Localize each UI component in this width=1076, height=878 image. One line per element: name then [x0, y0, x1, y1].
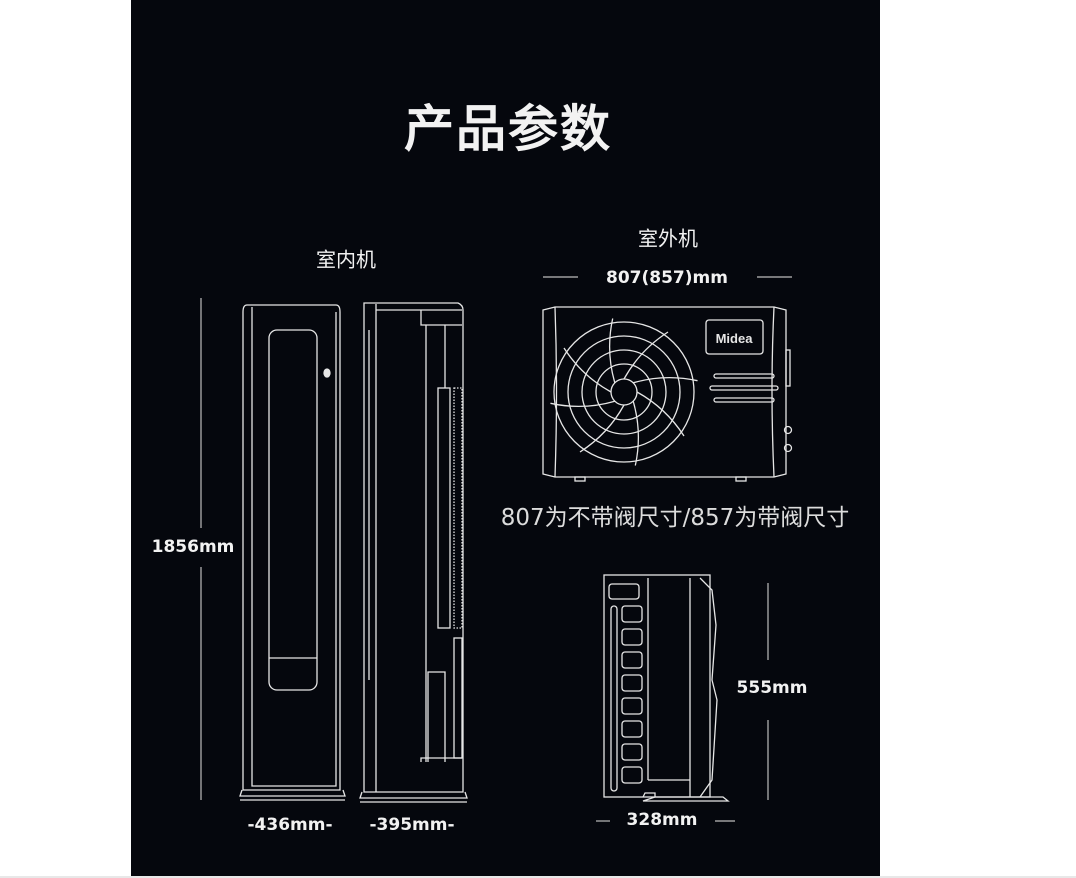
- dimension-lines: [200, 276, 792, 822]
- fan-grille-icon: [549, 317, 699, 467]
- outdoor-unit-side-drawing: [603, 574, 730, 802]
- divider: [0, 876, 1076, 878]
- indoor-width-dimension: -436mm-: [247, 815, 333, 835]
- indoor-unit-side-drawing: [359, 302, 468, 803]
- product-spec-panel: [131, 0, 880, 876]
- outdoor-unit-label: 室外机: [638, 226, 698, 251]
- indoor-unit-label: 室内机: [316, 247, 376, 272]
- indoor-depth-dimension: -395mm-: [369, 815, 455, 835]
- valve-size-note: 807为不带阀尺寸/857为带阀尺寸: [500, 505, 850, 531]
- page-title: 产品参数: [404, 100, 612, 158]
- outdoor-width-dimension: 807(857)mm: [606, 268, 728, 288]
- indoor-height-dimension: 1856mm: [151, 537, 235, 557]
- outdoor-unit-front-drawing: Midea: [542, 306, 793, 482]
- outdoor-depth-dimension: 328mm: [626, 810, 698, 830]
- midea-logo: Midea: [716, 331, 754, 346]
- indoor-unit-front-drawing: [239, 304, 346, 801]
- outdoor-height-dimension: 555mm: [736, 678, 808, 698]
- midea-logo-plate: [705, 319, 764, 355]
